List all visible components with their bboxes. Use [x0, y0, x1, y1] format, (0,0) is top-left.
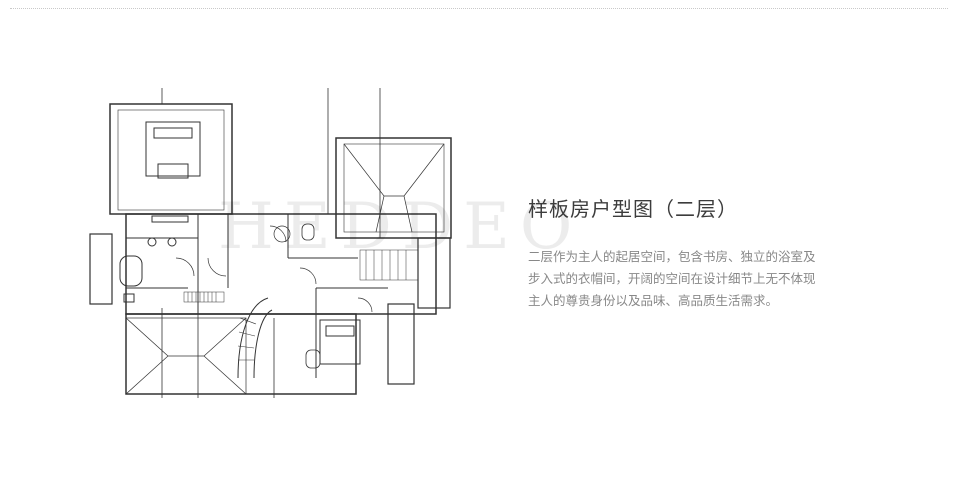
- closet-hatch: [183, 249, 419, 303]
- description-line: 主人的尊贵身份以及品味、高品质生活需求。: [528, 293, 779, 308]
- brand-watermark: HEDDEO: [218, 190, 583, 264]
- grid-lines: [161, 88, 381, 398]
- desk: [151, 215, 189, 223]
- interior-walls: [126, 214, 388, 378]
- section-description: 二层作为主人的起居空间，包含书房、独立的浴室及 步入式的衣帽间，开阔的空间在设计…: [528, 246, 868, 312]
- top-dotted-divider: [10, 8, 948, 9]
- second-bed: [319, 319, 361, 365]
- spiral-stair: [237, 297, 273, 379]
- section-title: 样板房户型图（二层）: [528, 197, 738, 221]
- floor-plan-drawing: [88, 88, 468, 398]
- roof-lines-right: [343, 143, 445, 233]
- roof-lines-bottom: [125, 317, 247, 395]
- master-bed: [145, 121, 201, 179]
- toilet-and-sink: [301, 223, 321, 369]
- door-swings: [175, 225, 373, 313]
- description-line: 步入式的衣帽间，开阔的空间在设计细节上无不体现: [528, 271, 816, 286]
- bathroom-fixtures: [119, 237, 177, 303]
- description-line: 二层作为主人的起居空间，包含书房、独立的浴室及: [528, 249, 816, 264]
